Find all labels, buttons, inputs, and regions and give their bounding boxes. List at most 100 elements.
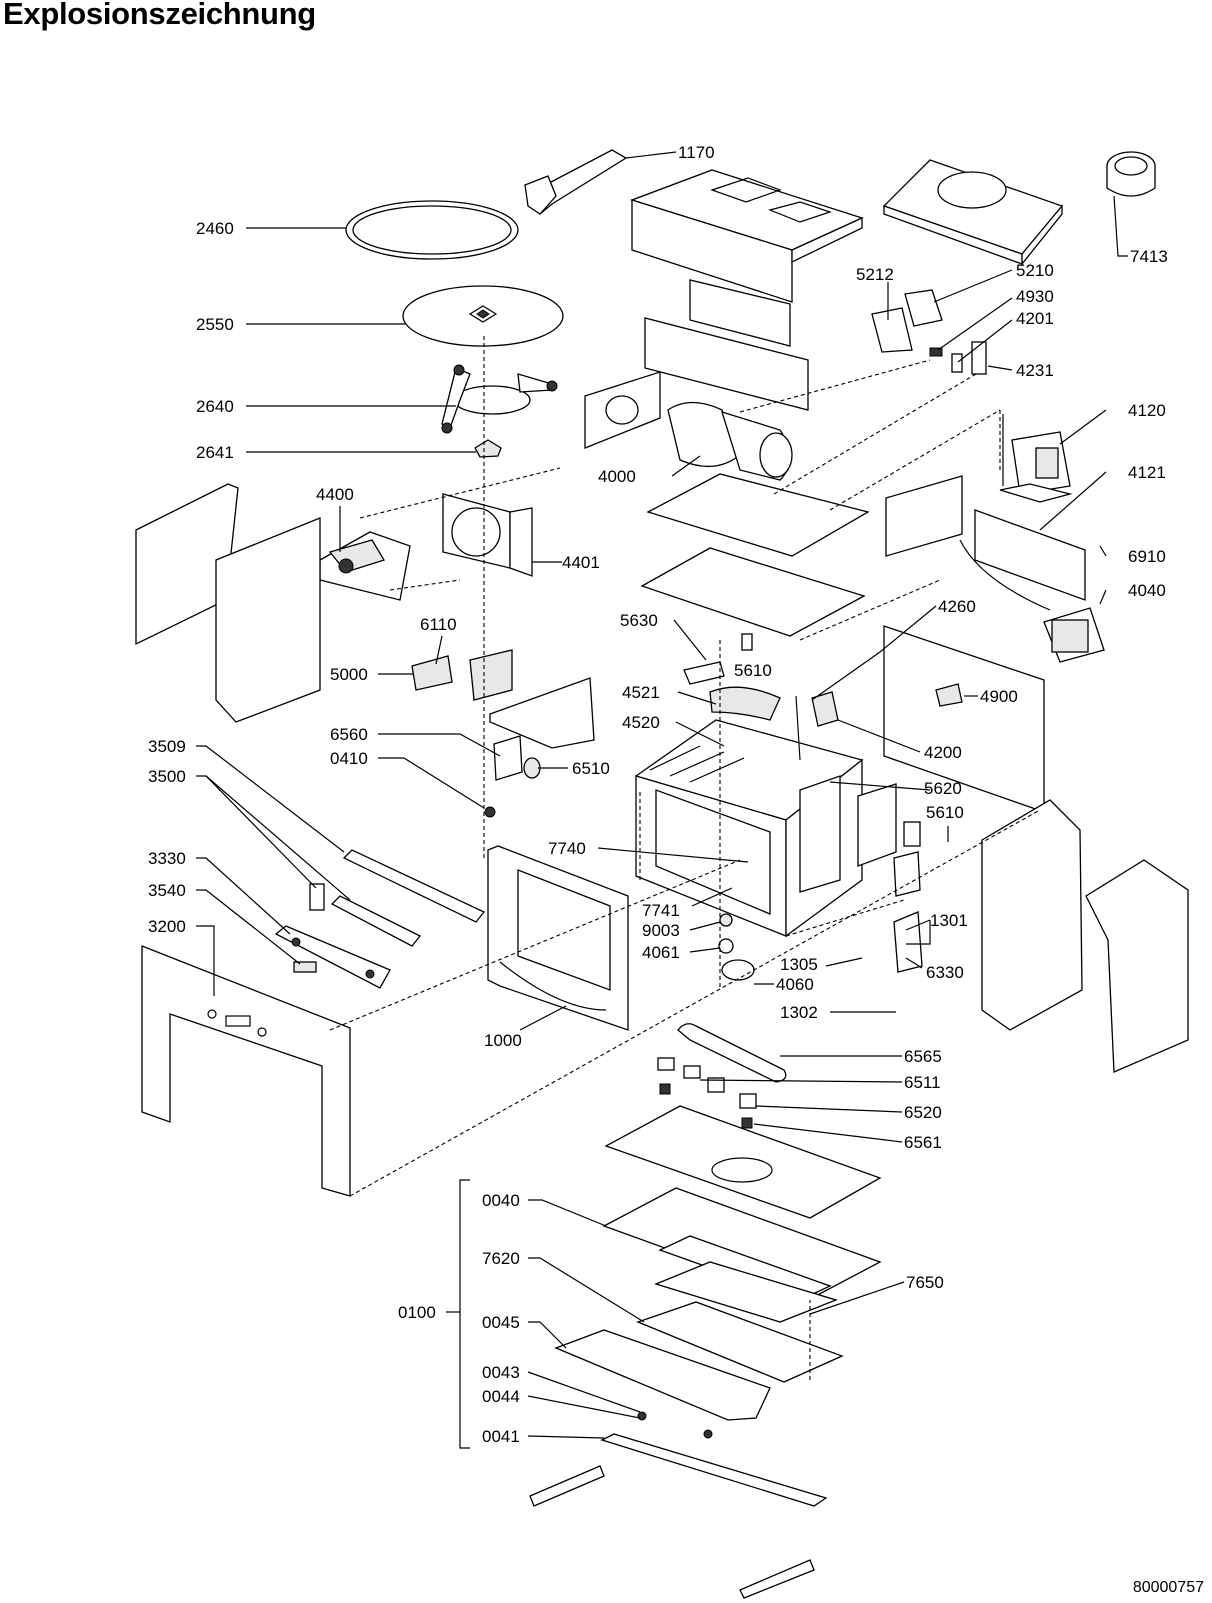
part-5000-board-drawing bbox=[411, 649, 595, 749]
part-5630-drawing bbox=[683, 633, 753, 685]
label-4061: 4061 bbox=[642, 943, 680, 962]
label-0410: 0410 bbox=[330, 749, 368, 768]
document-number: 80000757 bbox=[1132, 1579, 1204, 1596]
label-3500: 3500 bbox=[148, 767, 186, 786]
label-7620: 7620 bbox=[482, 1249, 520, 1268]
part-labels: 1170 2460 7413 5212 5210 4930 4201 2550 … bbox=[148, 143, 1168, 1446]
label-6560: 6560 bbox=[330, 725, 368, 744]
label-7413: 7413 bbox=[1130, 247, 1168, 266]
label-4400: 4400 bbox=[316, 485, 354, 504]
label-4000: 4000 bbox=[598, 467, 636, 486]
label-1301: 1301 bbox=[930, 911, 968, 930]
label-5000: 5000 bbox=[330, 665, 368, 684]
label-1000: 1000 bbox=[484, 1031, 522, 1050]
part-2641-coupler-drawing bbox=[474, 439, 502, 458]
page-title: Explosionszeichnung bbox=[3, 0, 316, 31]
label-6520: 6520 bbox=[904, 1103, 942, 1122]
label-0045: 0045 bbox=[482, 1313, 520, 1332]
part-4120-transformer-drawing bbox=[999, 414, 1073, 503]
label-6565: 6565 bbox=[904, 1047, 942, 1066]
label-5210: 5210 bbox=[1016, 261, 1054, 280]
leader-lines bbox=[196, 151, 1128, 1449]
part-4121-bracket-drawing bbox=[959, 509, 1086, 611]
label-1170: 1170 bbox=[678, 143, 715, 162]
label-2550: 2550 bbox=[196, 315, 234, 334]
right-outer-panel-drawing bbox=[981, 799, 1189, 1073]
label-3509: 3509 bbox=[148, 737, 186, 756]
label-4040: 4040 bbox=[1128, 581, 1166, 600]
label-3200: 3200 bbox=[148, 917, 186, 936]
part-4000-fan-drawing bbox=[584, 371, 793, 481]
label-9003: 9003 bbox=[642, 921, 680, 940]
part-4521-drawing bbox=[709, 686, 781, 721]
part-6560-drawing bbox=[484, 735, 541, 818]
label-7741: 7741 bbox=[642, 901, 680, 920]
label-1302: 1302 bbox=[780, 1003, 818, 1022]
label-2640: 2640 bbox=[196, 397, 234, 416]
label-0040: 0040 bbox=[482, 1191, 520, 1210]
part-6511-drawing bbox=[657, 1057, 757, 1129]
label-0043: 0043 bbox=[482, 1363, 520, 1382]
label-5620: 5620 bbox=[924, 779, 962, 798]
label-0100: 0100 bbox=[398, 1303, 436, 1322]
assembly-lines bbox=[329, 336, 1041, 1380]
label-5630: 5630 bbox=[620, 611, 658, 630]
part-2640-roller-drawing bbox=[441, 364, 558, 434]
cavity-side-drawing bbox=[799, 775, 923, 973]
label-6510: 6510 bbox=[572, 759, 610, 778]
label-4260: 4260 bbox=[938, 597, 976, 616]
label-5610: 5610 bbox=[734, 661, 772, 680]
label-7740: 7740 bbox=[548, 839, 586, 858]
label-0044: 0044 bbox=[482, 1387, 520, 1406]
part-0045-plate-drawing bbox=[554, 1329, 771, 1421]
label-6330: 6330 bbox=[926, 963, 964, 982]
waveguide-cover-drawing bbox=[882, 159, 1064, 266]
label-4900: 4900 bbox=[980, 687, 1018, 706]
label-0041: 0041 bbox=[482, 1427, 520, 1446]
part-2550-plate-drawing bbox=[402, 285, 564, 347]
label-4060: 4060 bbox=[776, 975, 814, 994]
part-7620-drawing bbox=[636, 1301, 844, 1383]
label-4201: 4201 bbox=[1016, 309, 1054, 328]
label-2641: 2641 bbox=[196, 443, 234, 462]
label-6511: 6511 bbox=[904, 1073, 941, 1092]
part-4900-drawing bbox=[935, 683, 963, 707]
label-3540: 3540 bbox=[148, 881, 186, 900]
part-4400-bracket-drawing bbox=[319, 531, 411, 601]
label-4930: 4930 bbox=[1016, 287, 1054, 306]
part-0041-rail-drawing bbox=[529, 1433, 828, 1599]
label-6561: 6561 bbox=[904, 1133, 942, 1152]
part-4040-magnetron-drawing bbox=[1043, 607, 1105, 663]
label-4521: 4521 bbox=[622, 683, 660, 702]
part-6565-tube-drawing bbox=[677, 1023, 787, 1083]
label-4121: 4121 bbox=[1128, 463, 1166, 482]
label-1305: 1305 bbox=[780, 955, 818, 974]
part-0044-screw-drawing bbox=[637, 1411, 713, 1439]
part-1000-door-drawing bbox=[487, 845, 629, 1031]
part-2460-ring-drawing bbox=[345, 200, 519, 260]
label-2460: 2460 bbox=[196, 219, 234, 238]
grille-panel-drawing bbox=[644, 279, 809, 411]
part-3509-bar-drawing bbox=[309, 849, 486, 947]
label-7650: 7650 bbox=[906, 1273, 944, 1292]
label-6910: 6910 bbox=[1128, 547, 1166, 566]
part-3330-control-strip-drawing bbox=[274, 925, 391, 989]
part-5210-board-drawing bbox=[871, 289, 987, 375]
label-3330: 3330 bbox=[148, 849, 186, 868]
bottom-tray-drawing bbox=[604, 1105, 882, 1219]
part-1170-drawing bbox=[524, 149, 628, 216]
label-5212: 5212 bbox=[856, 265, 894, 284]
label-6110: 6110 bbox=[420, 615, 457, 634]
label-5610-b: 5610 bbox=[926, 803, 964, 822]
label-4231: 4231 bbox=[1016, 361, 1054, 380]
part-0040-frame-drawing bbox=[602, 1187, 882, 1323]
part-4401-panel-drawing bbox=[442, 493, 533, 577]
label-4520: 4520 bbox=[622, 713, 660, 732]
label-4120: 4120 bbox=[1128, 401, 1166, 420]
right-back-panel-drawing bbox=[883, 625, 1045, 813]
part-3200-frame-drawing bbox=[141, 945, 351, 1197]
top-cover-drawing bbox=[629, 169, 864, 303]
side-plate-drawing bbox=[885, 475, 963, 557]
left-side-panel-drawing bbox=[135, 483, 321, 723]
